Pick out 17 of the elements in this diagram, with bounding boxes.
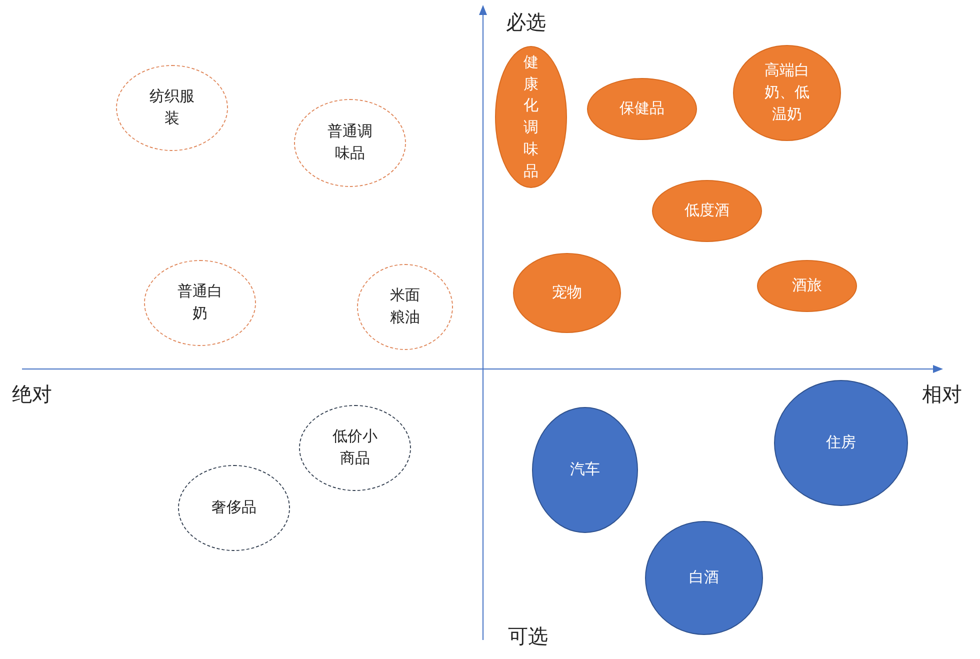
node-label: 低度酒: [684, 200, 730, 222]
node-label: 酒旅: [791, 275, 823, 296]
node-label: 住房: [825, 432, 857, 454]
node-label: 普通调味品: [326, 121, 374, 164]
node-label: 普通白奶: [176, 281, 224, 324]
node-label: 保健品: [618, 98, 666, 120]
axis-label: 绝对: [12, 384, 52, 404]
node-label: 纺织服装: [148, 86, 196, 129]
node-label: 宠物: [551, 282, 583, 304]
axis-label: 可选: [508, 626, 548, 646]
node-label: 米面粮油: [389, 285, 421, 328]
node-label: 高端白奶、低温奶: [764, 60, 810, 125]
node-label: 白酒: [688, 567, 720, 588]
node-label: 低价小商品: [332, 426, 378, 469]
node-label: 奢侈品: [210, 497, 258, 518]
node-label: 汽车: [569, 459, 601, 480]
node-label: 健康化调味品: [522, 52, 540, 182]
